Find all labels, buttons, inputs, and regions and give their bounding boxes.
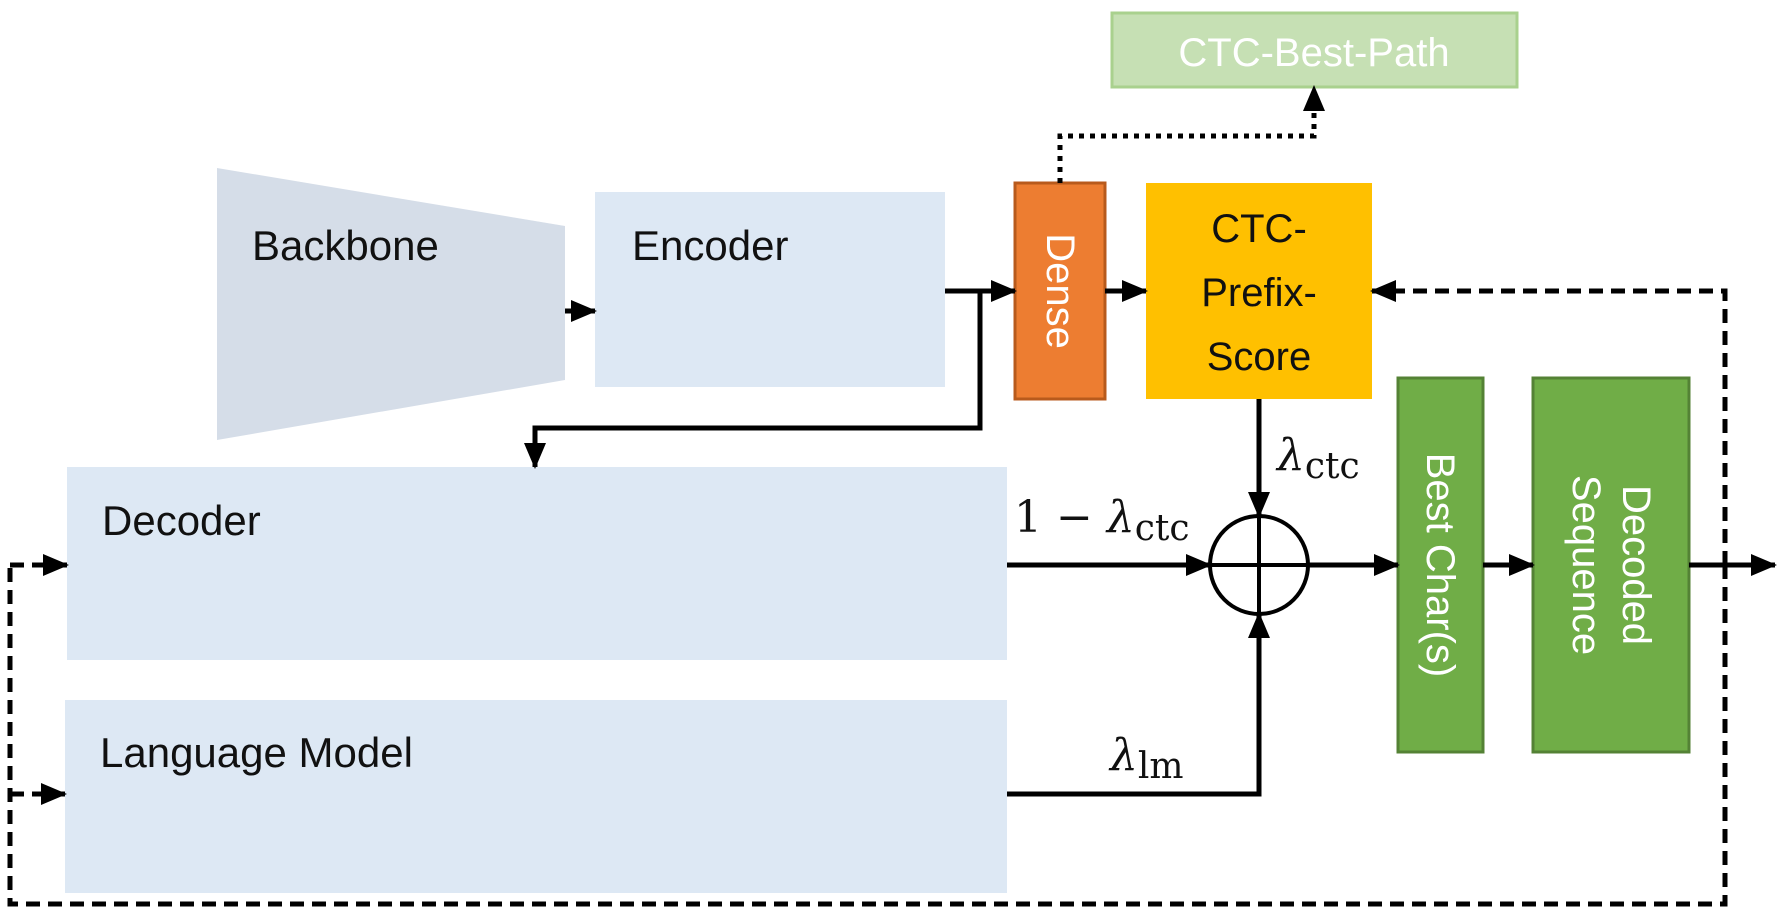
weight-decoder-symbol: λ xyxy=(1105,492,1135,543)
dense-block: Dense xyxy=(1013,181,1107,401)
ctc-prefix-score-shape xyxy=(1146,183,1372,399)
feedback-loop-bottom xyxy=(7,565,1728,907)
decoded-sequence-shape xyxy=(1531,376,1691,754)
best-chars-block: Best Char(s) xyxy=(1396,376,1485,754)
weight-ctc-symbol: λ xyxy=(1275,430,1305,481)
decoded-sequence-block: Decoded Sequence xyxy=(1531,376,1691,754)
encoder-shape xyxy=(595,192,945,387)
ctc-prefix-score-line-2: Prefix- xyxy=(1201,271,1317,315)
encoder-label: Encoder xyxy=(632,222,788,269)
best-chars-label: Best Char(s) xyxy=(1418,453,1462,678)
weight-decoder-label: 1 − λctc xyxy=(1014,492,1190,549)
weight-lm-subscript: lm xyxy=(1138,746,1184,787)
decoded-sequence-line-2: Sequence xyxy=(1564,475,1608,655)
sum-node xyxy=(1208,514,1310,616)
language-model-block: Language Model xyxy=(65,700,1007,893)
weight-ctc-subscript: ctc xyxy=(1305,446,1360,487)
best-chars-shape xyxy=(1396,376,1485,754)
ctc-best-path-block: CTC-Best-Path xyxy=(1110,11,1519,89)
decoder-shape xyxy=(67,467,1007,660)
dense-label: Dense xyxy=(1038,233,1082,349)
decoded-sequence-line-1: Decoded xyxy=(1614,485,1658,645)
language-model-shape xyxy=(65,700,1007,893)
weight-ctc-label: λctc xyxy=(1275,430,1360,487)
ctc-prefix-score-line-3: Score xyxy=(1207,335,1312,379)
ctc-prefix-score-line-1: CTC- xyxy=(1211,207,1307,251)
arrow-lm-to-sum xyxy=(1007,612,1270,797)
arrow-dense-to-ctc-best-path xyxy=(1057,85,1325,183)
ctc-prefix-score-block: CTC- Prefix- Score xyxy=(1146,183,1372,399)
decoder-label: Decoder xyxy=(102,497,261,544)
arrow-encoder-to-decoder xyxy=(524,291,983,469)
encoder-block: Encoder xyxy=(595,192,945,387)
language-model-label: Language Model xyxy=(100,729,413,776)
ctc-best-path-shape xyxy=(1110,11,1519,89)
weight-lm-label: λlm xyxy=(1108,730,1184,787)
feedback-to-ctc-prefix xyxy=(1370,280,1728,565)
backbone-block: Backbone xyxy=(217,168,565,440)
decoder-block: Decoder xyxy=(67,467,1007,660)
backbone-shape xyxy=(217,168,565,440)
dense-shape xyxy=(1013,181,1107,401)
ctc-best-path-label: CTC-Best-Path xyxy=(1178,31,1449,75)
weight-decoder-subscript: ctc xyxy=(1135,508,1190,549)
backbone-label: Backbone xyxy=(252,222,439,269)
weight-lm-symbol: λ xyxy=(1108,730,1138,781)
weight-decoder-prefix: 1 − xyxy=(1014,492,1107,543)
